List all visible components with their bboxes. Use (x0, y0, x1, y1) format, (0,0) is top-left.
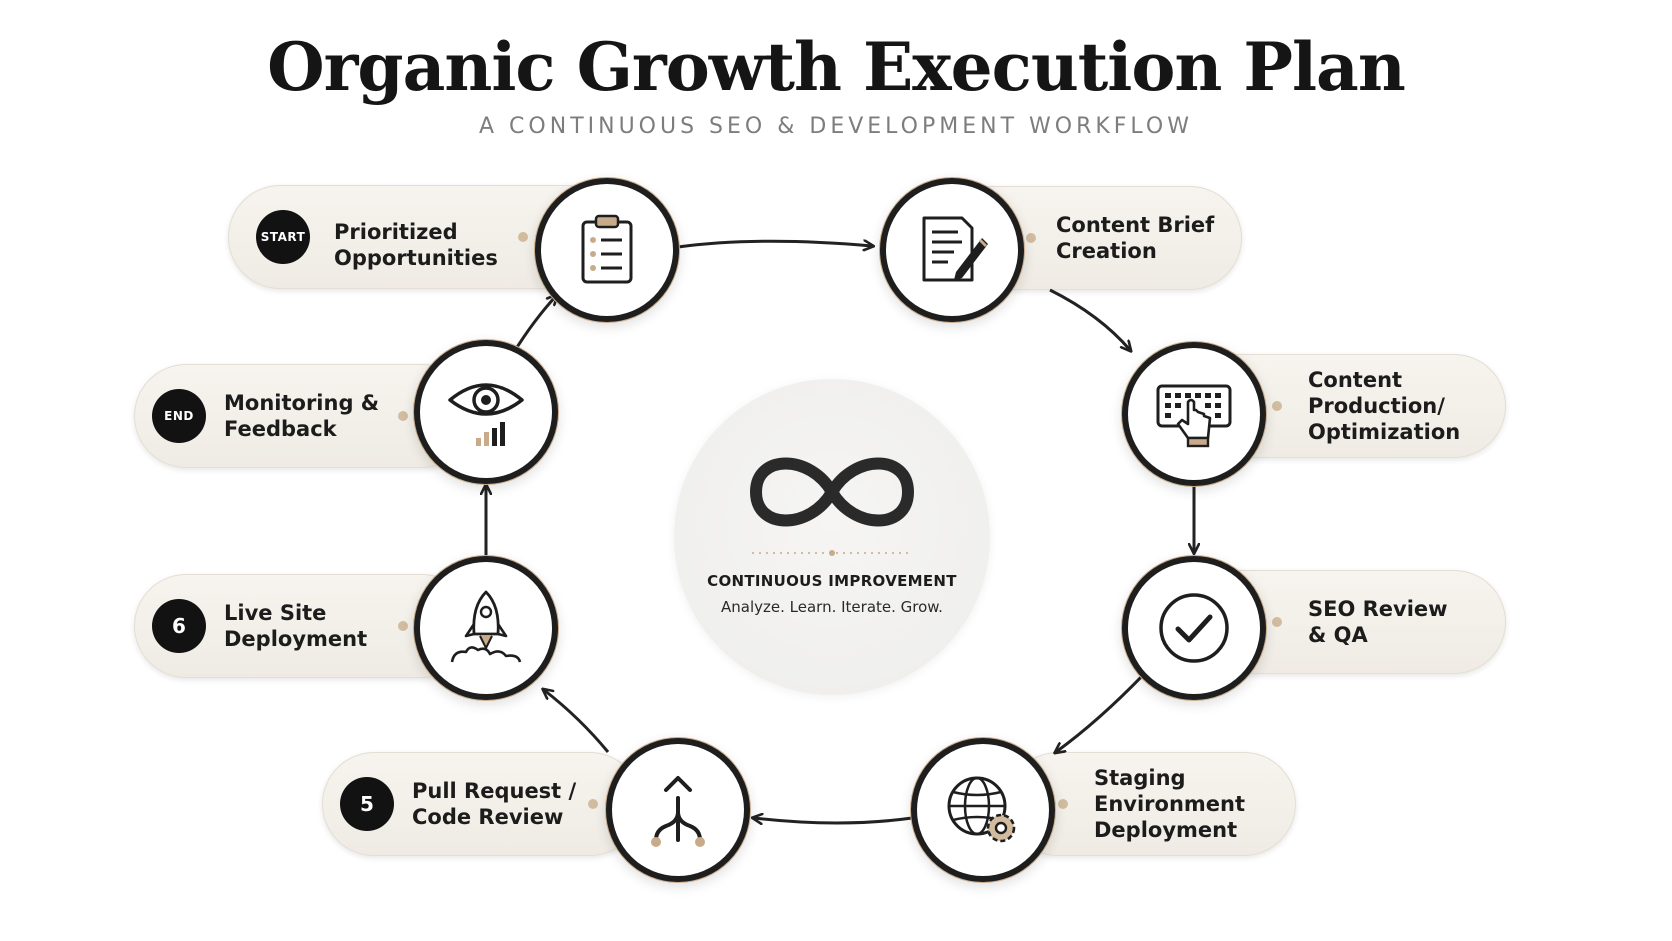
step-pill-pull-request[interactable]: 5 Pull Request / Code Review (322, 752, 642, 856)
pill-dot (1272, 617, 1282, 627)
arrow-2-to-3 (1049, 288, 1130, 350)
step-badge-end: END (152, 389, 206, 443)
node-pull-request[interactable] (612, 744, 744, 876)
center-divider (752, 550, 912, 556)
pill-dot (518, 232, 528, 242)
arrow-6-to-7 (544, 690, 610, 753)
step-pill-live-site[interactable]: 6 Live Site Deployment (134, 574, 474, 678)
step-label-monitoring: Monitoring & Feedback (224, 391, 380, 441)
arrow-4-to-5 (1056, 670, 1148, 752)
step-pill-monitoring[interactable]: END Monitoring & Feedback (134, 364, 474, 468)
node-prioritized-opportunities[interactable] (541, 184, 673, 316)
rocket-icon (450, 590, 522, 663)
document-pencil-icon (922, 216, 988, 282)
node-live-site[interactable] (420, 562, 552, 694)
keyboard-hand-icon (1156, 384, 1232, 448)
node-content-production[interactable] (1128, 348, 1260, 480)
pill-dot (1058, 799, 1068, 809)
arrow-1-to-2 (677, 241, 872, 247)
arrow-8-to-1 (512, 296, 556, 353)
infinity-icon (750, 457, 914, 527)
pill-dot (588, 799, 598, 809)
page-title: Organic Growth Execution Plan (267, 28, 1406, 106)
step-label-content-brief: Content Brief Creation (1056, 213, 1215, 263)
merge-arrows-icon (651, 776, 705, 847)
pill-dot (398, 621, 408, 631)
pill-dot (398, 411, 408, 421)
step-label-prioritized-opportunities: Prioritized Opportunities (334, 220, 498, 270)
step-pill-staging-deployment[interactable]: Staging Environment Deployment (1006, 752, 1296, 856)
node-staging-deployment[interactable] (917, 744, 1049, 876)
eye-chart-icon (448, 383, 524, 446)
pill-dot (1272, 401, 1282, 411)
pill-dot (1026, 233, 1036, 243)
clipboard-checklist-icon (581, 214, 633, 284)
step-label-live-site: Live Site Deployment (224, 601, 368, 651)
center-title: CONTINUOUS IMPROVEMENT (707, 572, 957, 590)
arrow-5-to-6 (754, 818, 913, 823)
page-subtitle: A CONTINUOUS SEO & DEVELOPMENT WORKFLOW (479, 114, 1193, 139)
globe-gear-icon (947, 776, 1016, 843)
node-content-brief[interactable] (886, 184, 1018, 316)
step-badge-start: START (256, 210, 310, 264)
center-circle (674, 379, 990, 695)
step-label-staging-deployment: Staging Environment Deployment (1094, 766, 1246, 842)
node-monitoring[interactable] (420, 346, 552, 478)
step-label-pull-request: Pull Request / Code Review (412, 779, 577, 829)
step-label-seo-review: SEO Review & QA (1308, 597, 1448, 647)
node-seo-review[interactable] (1128, 562, 1260, 694)
step-badge-6: 6 (152, 599, 206, 653)
step-label-content-production: Content Production/ Optimization (1308, 368, 1461, 444)
checkmark-circle-icon (1159, 593, 1229, 663)
step-badge-5: 5 (340, 777, 394, 831)
center-subtitle: Analyze. Learn. Iterate. Grow. (721, 598, 943, 616)
